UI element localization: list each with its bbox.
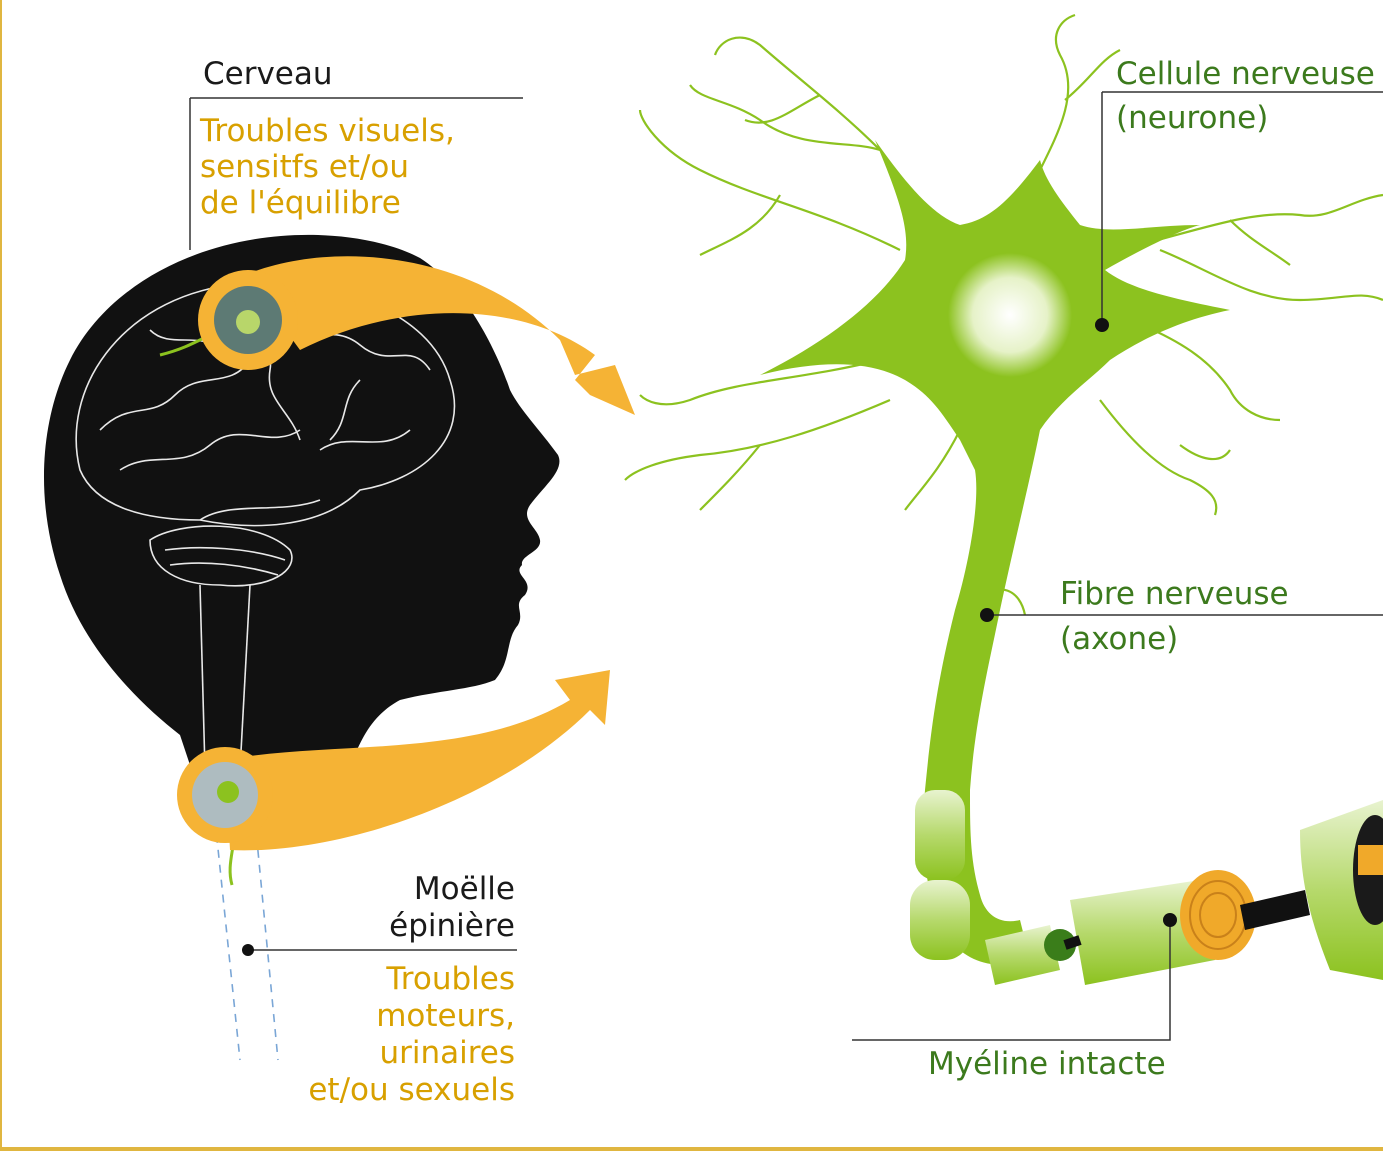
zoom-neuron-cord xyxy=(217,781,239,803)
spinal-cord xyxy=(215,820,278,1060)
label-cerveau-troubles-2: sensitfs et/ou xyxy=(200,148,409,186)
neuron-body xyxy=(760,140,1230,790)
label-moelle-1: Moëlle xyxy=(300,870,515,908)
zoom-neuron-brain xyxy=(236,310,260,334)
label-cerveau-troubles-1: Troubles visuels, xyxy=(200,112,455,150)
label-cellule-2: (neurone) xyxy=(1116,99,1268,137)
label-myeline: Myéline intacte xyxy=(928,1045,1166,1083)
label-moelle-2: épinière xyxy=(300,907,515,945)
label-cellule-1: Cellule nerveuse xyxy=(1116,55,1375,93)
label-fibre-1: Fibre nerveuse xyxy=(1060,575,1289,613)
label-moelle-troubles-1: Troubles xyxy=(280,960,515,998)
label-cerveau: Cerveau xyxy=(203,55,333,93)
label-moelle-troubles-3: urinaires xyxy=(280,1034,515,1072)
label-moelle-troubles-4: et/ou sexuels xyxy=(280,1071,515,1109)
myelin-sheath xyxy=(910,790,1383,985)
label-fibre-2: (axone) xyxy=(1060,620,1178,658)
label-moelle-troubles-2: moteurs, xyxy=(280,997,515,1035)
label-cerveau-troubles-3: de l'équilibre xyxy=(200,184,401,222)
neuron-nucleus xyxy=(948,253,1072,377)
